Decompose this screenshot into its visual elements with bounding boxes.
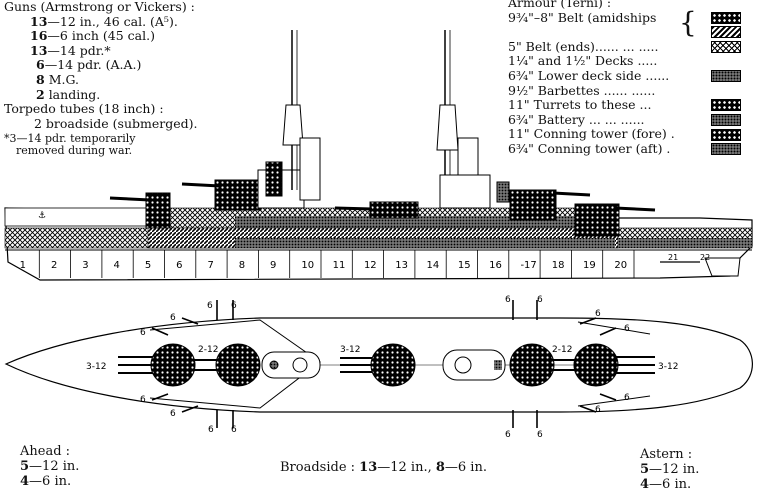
svg-text:6: 6	[505, 295, 511, 305]
frame-number: 10	[301, 260, 314, 271]
turret-label-d: 2-12	[552, 345, 572, 355]
swatch-dots-black	[711, 99, 741, 112]
frame-number: 5	[145, 260, 151, 271]
frame-number: 9	[270, 260, 276, 271]
profile-view: ⚓	[4, 30, 753, 281]
armour-row: 6¾" Battery ... ... ......	[508, 112, 741, 128]
swatch-stipple	[711, 114, 741, 127]
armour-row: 1¼" and 1½" Decks .....	[508, 53, 658, 69]
turret-label-mid: 3-12	[340, 345, 360, 355]
footnote: removed during war.	[16, 144, 133, 158]
guns-heading: Guns (Armstrong or Vickers) :	[4, 0, 195, 14]
broadside-line: Broadside : 13—12 in., 8—6 in.	[280, 460, 487, 475]
svg-text:6: 6	[231, 425, 237, 435]
frame-number: 12	[364, 260, 377, 271]
swatch-hatch-diag	[711, 26, 741, 39]
astern-block: Astern : 5—12 in. 4—6 in.	[640, 447, 699, 492]
frame-number: 18	[552, 260, 565, 271]
guns-specs: Guns (Armstrong or Vickers) : 13—12 in.,…	[4, 0, 198, 157]
swatch-crosshatch	[711, 41, 741, 54]
ahead-line: 5—12 in.	[20, 459, 80, 474]
turret-label-aft: 3-12	[658, 362, 678, 372]
swatch-dots-black	[711, 128, 741, 141]
guns-line: 13—14 pdr.*	[30, 42, 111, 58]
svg-text:6: 6	[595, 405, 601, 415]
frame-number: 22	[700, 253, 710, 262]
ahead-block: Ahead : 5—12 in. 4—6 in.	[20, 444, 79, 489]
svg-text:6: 6	[208, 425, 214, 435]
svg-text:6: 6	[537, 295, 543, 305]
torpedo-line: 2 broadside (submerged).	[34, 115, 198, 131]
armour-row: 9¾"–8" Belt (amidships	[508, 10, 741, 26]
frame-number: 4	[114, 260, 120, 271]
guns-line: 2 landing.	[36, 86, 101, 102]
guns-line: 6—14 pdr. (A.A.)	[36, 57, 142, 73]
turret-label-b: 2-12	[198, 345, 218, 355]
armour-legend: Armour (Terni) : 9¾"–8" Belt (amidships …	[508, 0, 741, 157]
footnote: *3—14 pdr. temporarily	[4, 132, 136, 146]
svg-text:6: 6	[624, 324, 630, 334]
turret-label-fore: 3-12	[86, 362, 106, 372]
torpedo-heading: Torpedo tubes (18 inch) :	[4, 101, 164, 117]
frame-number: 3	[82, 260, 88, 271]
bracket: {	[679, 6, 697, 39]
svg-text:6: 6	[624, 393, 630, 403]
ahead-title: Ahead :	[20, 444, 71, 459]
guns-line: 13—12 in., 46 cal. (A⁵).	[30, 13, 178, 29]
svg-text:6: 6	[140, 328, 146, 338]
svg-text:6: 6	[231, 301, 237, 311]
guns-line: 16—6 inch (45 cal.)	[30, 28, 155, 44]
guns-line: 8 M.G.	[36, 71, 79, 87]
astern-line: 5—12 in.	[640, 462, 700, 477]
plan-labels: 3-12 2-12 3-12 2-12 3-12 6 6 6 6 6 6 6 6 6 6 …	[86, 295, 678, 440]
swatch-stipple	[711, 70, 741, 83]
swatch-dots-black	[711, 11, 741, 24]
svg-text:6: 6	[170, 409, 176, 419]
frame-number: 11	[333, 260, 346, 271]
frame-number: 21	[668, 253, 678, 262]
svg-text:6: 6	[505, 430, 511, 440]
astern-line: 4—6 in.	[640, 477, 692, 492]
svg-text:6: 6	[170, 313, 176, 323]
svg-text:6: 6	[595, 309, 601, 319]
svg-text:6: 6	[537, 430, 543, 440]
armour-row: 6¾" Conning tower (aft) .	[508, 141, 741, 157]
swatch-stipple	[711, 143, 741, 156]
ahead-line: 4—6 in.	[20, 474, 72, 489]
armour-row: 11" Conning tower (fore) .	[508, 127, 741, 142]
frame-number: 6	[176, 260, 182, 271]
frame-number: 14	[427, 260, 440, 271]
astern-title: Astern :	[640, 447, 693, 462]
frame-number: 13	[395, 260, 408, 271]
frame-number: 7	[207, 260, 213, 271]
frame-number: 16	[489, 260, 502, 271]
frame-number: 20	[614, 260, 627, 271]
svg-text:6: 6	[207, 301, 213, 311]
armour-row: 11" Turrets to these ...	[508, 98, 741, 113]
armour-row	[508, 25, 741, 40]
armour-row: 9½" Barbettes ...... ......	[508, 82, 656, 98]
frame-number: -17	[520, 260, 536, 271]
frame-number: 2	[51, 260, 57, 271]
six-inch-labels: 6 6 6 6 6 6 6 6 6 6 6 6 6 6 6 6	[140, 295, 630, 440]
frame-number: 8	[239, 260, 245, 271]
plan-view	[4, 300, 753, 428]
armour-heading: Armour (Terni) :	[508, 0, 612, 10]
frame-number: 1	[20, 260, 26, 271]
svg-text:6: 6	[140, 395, 146, 405]
frame-number: 15	[458, 260, 471, 271]
armour-row: 6¾" Lower deck side ......	[508, 68, 741, 84]
frame-number: 19	[583, 260, 596, 271]
armour-row: 5" Belt (ends)...... ... .....	[508, 39, 741, 55]
svg-text:⚓: ⚓	[38, 211, 46, 221]
